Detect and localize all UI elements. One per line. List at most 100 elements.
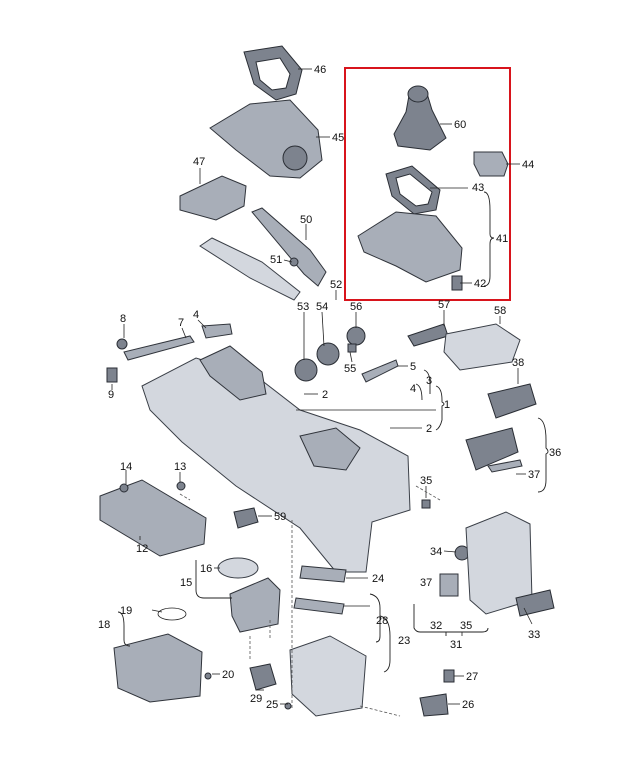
part-42-clip bbox=[451, 275, 463, 291]
callout-35b: 35 bbox=[460, 620, 472, 632]
callout-9: 9 bbox=[108, 389, 114, 401]
callout-50: 50 bbox=[300, 214, 312, 226]
part-16-ring bbox=[217, 557, 259, 579]
callout-58: 58 bbox=[494, 305, 506, 317]
callout-47: 47 bbox=[193, 156, 205, 168]
part-54-knob bbox=[316, 342, 340, 366]
callout-28: 28 bbox=[376, 615, 388, 627]
part-56-knob bbox=[346, 326, 366, 346]
part-45-cover bbox=[209, 99, 323, 179]
part-44-switch bbox=[473, 151, 509, 177]
callout-2b: 2 bbox=[426, 423, 432, 435]
part-26-part bbox=[419, 693, 449, 717]
callout-55: 55 bbox=[344, 363, 356, 375]
part-59-pad bbox=[233, 507, 259, 529]
callout-3: 3 bbox=[426, 375, 432, 387]
callout-41: 41 bbox=[496, 233, 508, 245]
callout-31: 31 bbox=[450, 639, 462, 651]
part-60-knob bbox=[407, 85, 429, 103]
part-35-clip bbox=[421, 499, 431, 509]
callout-12: 12 bbox=[136, 543, 148, 555]
callout-33: 33 bbox=[528, 629, 540, 641]
part-5-trim bbox=[361, 359, 399, 383]
part-15-cupholder bbox=[229, 577, 281, 633]
part-36-bracket bbox=[465, 427, 519, 471]
part-1-cupbay bbox=[299, 427, 361, 471]
part-8-clip bbox=[116, 338, 128, 350]
callouts: 46 45 47 50 51 52 60 44 43 41 42 8 7 4 9… bbox=[98, 64, 561, 711]
callout-54: 54 bbox=[316, 301, 328, 313]
callout-15: 15 bbox=[180, 577, 192, 589]
part-57-switch bbox=[407, 323, 449, 347]
callout-25: 25 bbox=[266, 699, 278, 711]
callout-1: 1 bbox=[444, 399, 450, 411]
callout-2a: 2 bbox=[322, 389, 328, 401]
callout-45: 45 bbox=[332, 132, 344, 144]
callout-38: 38 bbox=[512, 357, 524, 369]
part-32-cover bbox=[439, 573, 459, 597]
part-43-frame bbox=[385, 165, 441, 215]
callout-57: 57 bbox=[438, 299, 450, 311]
callout-29: 29 bbox=[250, 693, 262, 705]
callout-32: 32 bbox=[430, 620, 442, 632]
callout-18: 18 bbox=[98, 619, 110, 631]
part-58-lid bbox=[443, 323, 521, 371]
part-53-knob bbox=[294, 358, 318, 382]
part-14-nut bbox=[119, 483, 129, 493]
part-28-board bbox=[293, 597, 345, 615]
callout-52: 52 bbox=[330, 279, 342, 291]
callout-24: 24 bbox=[372, 573, 384, 585]
part-7-strip bbox=[123, 335, 195, 361]
callout-16: 16 bbox=[200, 563, 212, 575]
callout-8: 8 bbox=[120, 313, 126, 325]
part-37-strip bbox=[487, 459, 523, 473]
part-1-console bbox=[141, 357, 411, 573]
part-4-piece bbox=[201, 323, 233, 339]
part-46-frame bbox=[243, 45, 303, 101]
part-33-panel bbox=[515, 589, 555, 617]
part-38-vent bbox=[487, 383, 537, 419]
highlight-box bbox=[344, 67, 511, 301]
part-9-bracket bbox=[106, 367, 118, 383]
callout-7: 7 bbox=[178, 317, 184, 329]
callout-53: 53 bbox=[297, 301, 309, 313]
callout-4a: 4 bbox=[193, 309, 199, 321]
leader-lines bbox=[111, 68, 549, 717]
callout-59: 59 bbox=[274, 511, 286, 523]
callout-42: 42 bbox=[474, 278, 486, 290]
callout-56: 56 bbox=[350, 301, 362, 313]
part-23-bin bbox=[289, 635, 367, 717]
callout-51: 51 bbox=[270, 254, 282, 266]
callout-36: 36 bbox=[549, 447, 561, 459]
part-1-armrest bbox=[199, 345, 267, 401]
callout-5: 5 bbox=[410, 361, 416, 373]
part-50-trim bbox=[251, 207, 327, 287]
callout-35a: 35 bbox=[420, 475, 432, 487]
callout-4b: 4 bbox=[410, 383, 416, 395]
callout-14: 14 bbox=[120, 461, 132, 473]
callout-23: 23 bbox=[398, 635, 410, 647]
callout-37b: 37 bbox=[420, 577, 432, 589]
part-27-part bbox=[443, 669, 455, 683]
callout-44: 44 bbox=[522, 159, 534, 171]
part-51-clip bbox=[289, 257, 299, 267]
part-12-frame bbox=[99, 479, 207, 557]
callout-43: 43 bbox=[472, 182, 484, 194]
part-18-box bbox=[113, 633, 203, 703]
callout-19: 19 bbox=[120, 605, 132, 617]
part-47-tray bbox=[179, 175, 247, 221]
part-13-bolt bbox=[176, 481, 186, 491]
callout-46: 46 bbox=[314, 64, 326, 76]
part-24-board bbox=[299, 565, 347, 583]
part-29-module bbox=[249, 663, 277, 691]
callout-20: 20 bbox=[222, 669, 234, 681]
callout-26: 26 bbox=[462, 699, 474, 711]
part-52-trim bbox=[199, 237, 301, 301]
callout-60: 60 bbox=[454, 119, 466, 131]
callout-34: 34 bbox=[430, 546, 442, 558]
part-55-clip bbox=[347, 343, 357, 353]
part-19-ring bbox=[157, 607, 187, 621]
part-20-screw bbox=[204, 672, 212, 680]
callout-27: 27 bbox=[466, 671, 478, 683]
